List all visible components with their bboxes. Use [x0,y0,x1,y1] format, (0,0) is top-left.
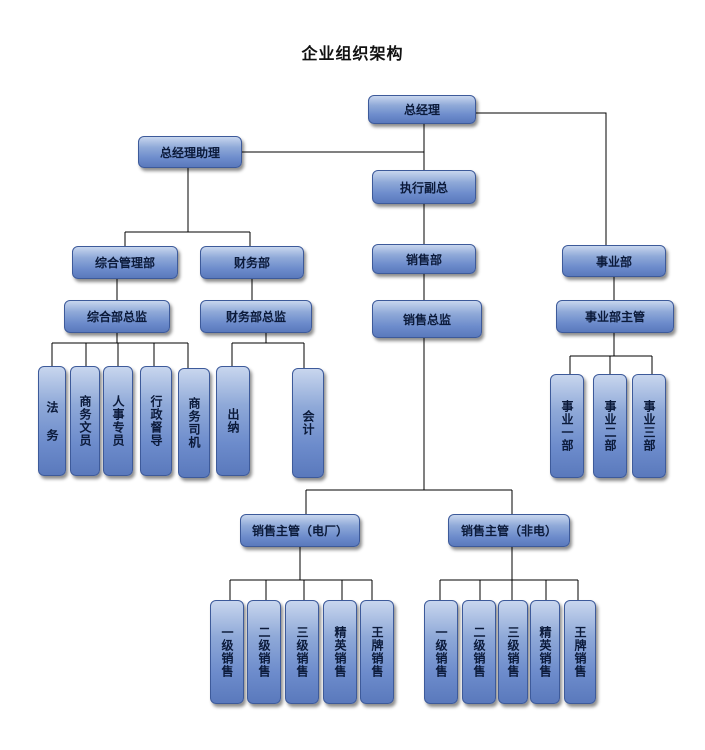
node-business-unit-1: 事业一部 [550,374,584,478]
node-cashier: 出纳 [216,366,250,476]
node-business-driver: 商务司机 [178,368,210,478]
node-admin-dept: 综合管理部 [72,246,178,279]
node-nonplant-ace-sales: 王牌销售 [564,600,596,704]
node-hr-specialist: 人事专员 [103,366,133,476]
node-plant-level1-sales: 一级销售 [210,600,244,704]
node-nonplant-level1-sales: 一级销售 [424,600,458,704]
node-business-unit-3: 事业三部 [632,374,666,478]
node-admin-director: 综合部总监 [64,300,170,333]
node-business-clerk: 商务文员 [70,366,100,476]
node-business-unit-2: 事业二部 [593,374,627,478]
node-business-dept: 事业部 [562,245,666,277]
node-exec-vp: 执行副总 [372,170,476,204]
node-finance-director: 财务部总监 [200,300,312,333]
node-plant-ace-sales: 王牌销售 [360,600,394,704]
node-gm-assistant: 总经理助理 [138,136,242,168]
node-plant-level3-sales: 三级销售 [285,600,319,704]
node-sales-manager-plant: 销售主管（电厂） [240,514,360,547]
node-accountant: 会计 [292,368,324,478]
node-plant-level2-sales: 二级销售 [247,600,281,704]
node-sales-director: 销售总监 [372,300,482,338]
node-nonplant-level2-sales: 二级销售 [462,600,496,704]
chart-title: 企业组织架构 [301,44,404,63]
node-legal: 法 务 [38,366,66,476]
node-sales-dept: 销售部 [372,244,476,274]
node-nonplant-level3-sales: 三级销售 [498,600,528,704]
node-plant-elite-sales: 精英销售 [323,600,357,704]
node-general-manager: 总经理 [368,95,476,124]
node-sales-manager-nonplant: 销售主管（非电） [448,514,570,547]
node-nonplant-elite-sales: 精英销售 [530,600,560,704]
node-admin-supervisor: 行政督导 [140,366,172,476]
node-finance-dept: 财务部 [200,246,304,279]
connector-gm-right [476,112,607,245]
node-business-head: 事业部主管 [556,300,674,333]
